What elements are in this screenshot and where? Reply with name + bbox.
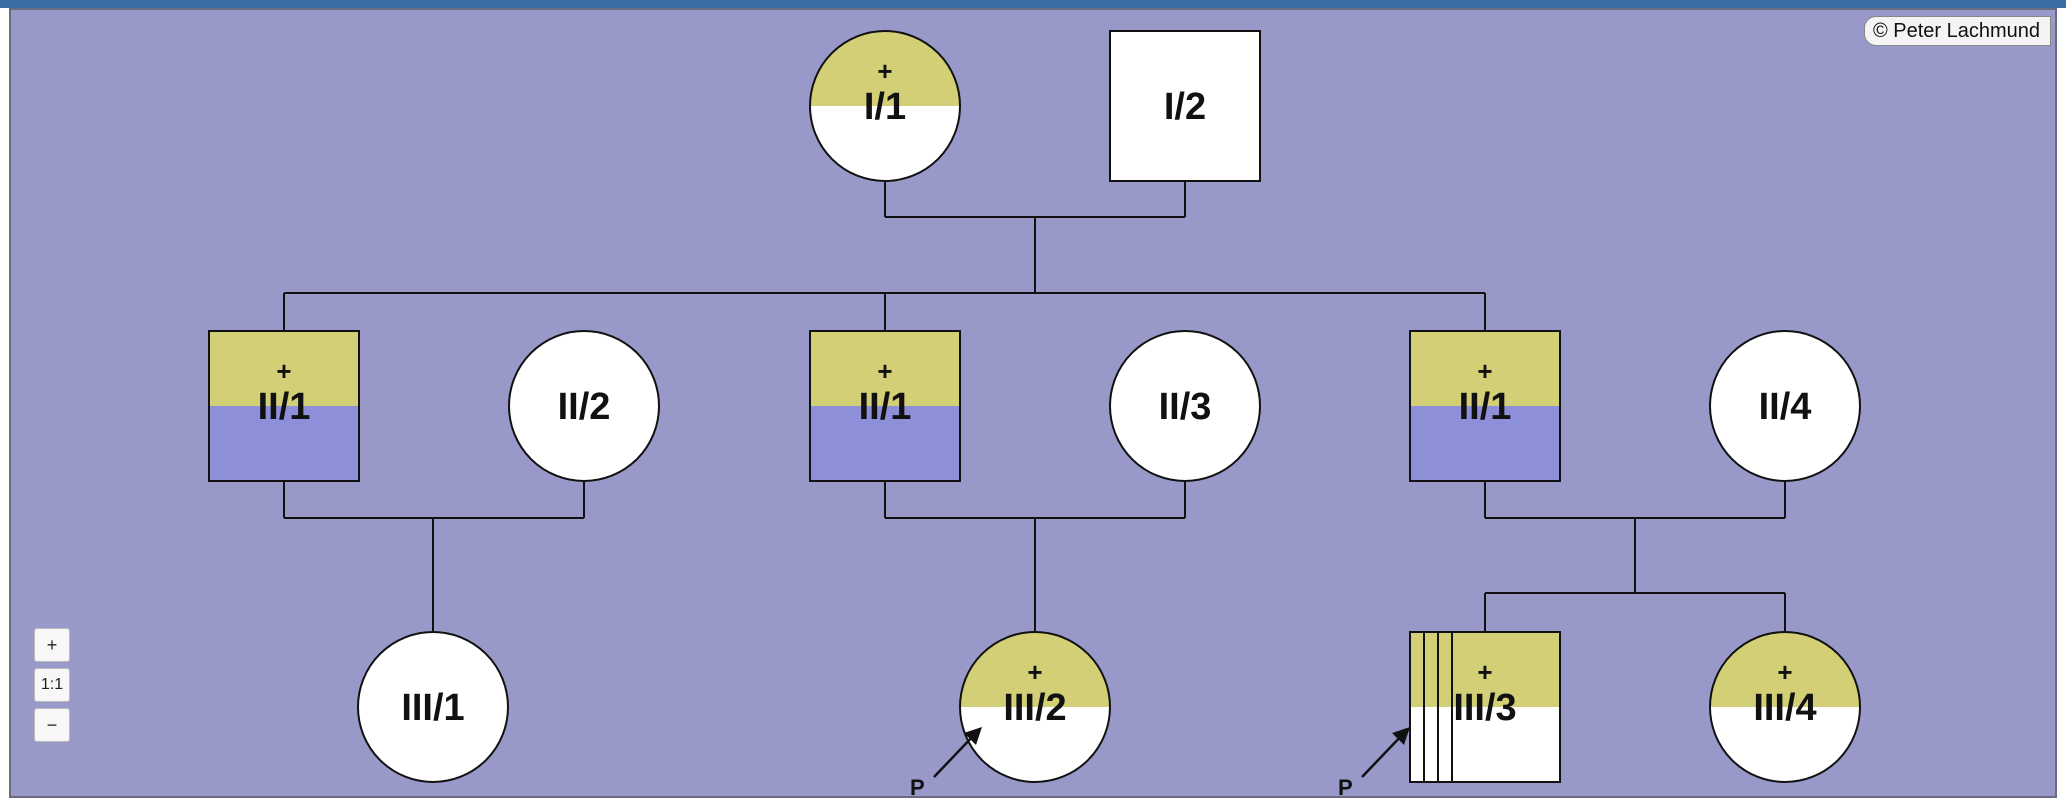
- affected-fill: [810, 331, 960, 406]
- symbol-outline: [208, 330, 360, 482]
- individual-ii-3[interactable]: II/3: [1109, 330, 1261, 482]
- individual-label: I/1: [864, 86, 906, 128]
- individual-ii-1c[interactable]: +II/1: [1409, 330, 1561, 482]
- affected-fill: [1410, 331, 1560, 406]
- individual-label: II/1: [859, 386, 912, 428]
- individual-iii-3[interactable]: +III/3P: [1338, 631, 1561, 796]
- symbol-fill: [358, 632, 508, 782]
- proband-marker: P: [910, 775, 925, 796]
- individual-label: III/1: [401, 687, 464, 729]
- affected-mark: +: [1777, 657, 1792, 687]
- window-top-bar: [0, 0, 2066, 8]
- symbol-fill: [509, 331, 659, 481]
- affected-fill: [1410, 632, 1560, 707]
- symbol-outline: [1709, 631, 1861, 783]
- zoom-in-button[interactable]: +: [34, 628, 70, 662]
- affected-mark: +: [1027, 657, 1042, 687]
- individual-label: III/4: [1753, 687, 1816, 729]
- symbol-fill: [1110, 331, 1260, 481]
- zoom-reset-button[interactable]: 1:1: [34, 668, 70, 702]
- individual-iii-1[interactable]: III/1: [357, 631, 509, 783]
- symbol-outline: [1709, 330, 1861, 482]
- individual-ii-1a[interactable]: +II/1: [208, 330, 360, 482]
- symbol-outline: [1109, 330, 1261, 482]
- affected-mark: +: [1477, 356, 1492, 386]
- copyright-label: © Peter Lachmund: [1863, 16, 2051, 46]
- proband-arrowhead: [964, 727, 982, 745]
- individual-iii-2[interactable]: +III/2P: [910, 631, 1111, 796]
- affected-mark: +: [877, 56, 892, 86]
- affected-mark: +: [1477, 657, 1492, 687]
- individual-ii-1b[interactable]: +II/1: [809, 330, 961, 482]
- proband-arrowhead: [1392, 727, 1410, 745]
- symbol-outline: [809, 30, 961, 182]
- lower-fill: [209, 406, 359, 481]
- individual-label: II/4: [1759, 386, 1812, 428]
- affected-mark: +: [877, 356, 892, 386]
- lower-fill: [1410, 406, 1560, 481]
- zoom-out-button[interactable]: −: [34, 708, 70, 742]
- individual-label: II/3: [1159, 386, 1212, 428]
- symbol-outline: [809, 330, 961, 482]
- proband-marker: P: [1338, 775, 1353, 796]
- individual-label: II/1: [1459, 386, 1512, 428]
- affected-fill: [209, 331, 359, 406]
- symbol-outline: [357, 631, 509, 783]
- individual-i-1[interactable]: +I/1: [809, 30, 961, 182]
- affected-mark: +: [276, 356, 291, 386]
- symbol-outline: [1409, 631, 1561, 783]
- individual-label: III/2: [1003, 687, 1066, 729]
- symbol-outline: [1109, 30, 1261, 182]
- symbol-outline: [1409, 330, 1561, 482]
- individual-label: II/2: [558, 386, 611, 428]
- symbol-outline: [959, 631, 1111, 783]
- symbol-fill: [1110, 31, 1260, 181]
- individual-ii-4[interactable]: II/4: [1709, 330, 1861, 482]
- individual-label: I/2: [1164, 86, 1206, 128]
- individual-ii-2[interactable]: II/2: [508, 330, 660, 482]
- individual-i-2[interactable]: I/2: [1109, 30, 1261, 182]
- individual-iii-4[interactable]: +III/4: [1709, 631, 1861, 783]
- proband-arrow: [933, 732, 977, 778]
- individual-label: II/1: [258, 386, 311, 428]
- proband-arrow: [1361, 732, 1405, 778]
- symbol-fill: [1710, 331, 1860, 481]
- zoom-controls: + 1:1 −: [34, 628, 74, 748]
- symbol-outline: [508, 330, 660, 482]
- lower-fill: [810, 406, 960, 481]
- individual-label: III/3: [1453, 687, 1516, 729]
